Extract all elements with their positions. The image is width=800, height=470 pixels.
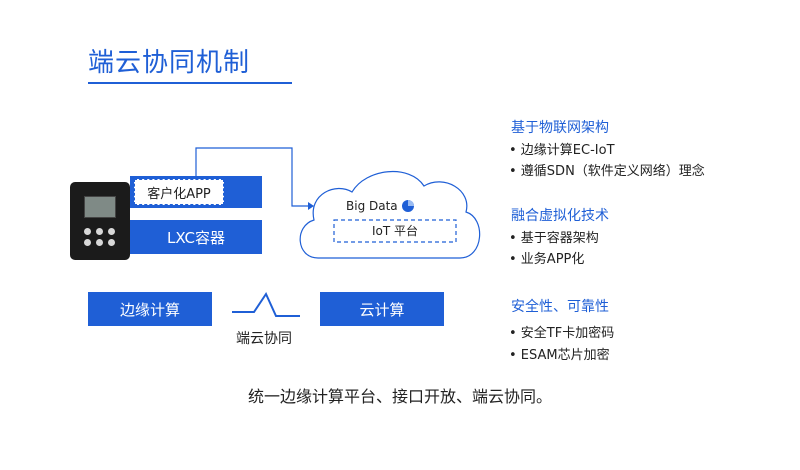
feature-bullet: • 业务APP化 [509, 252, 585, 267]
footer-summary: 统一边缘计算平台、接口开放、端云协同。 [247, 387, 552, 406]
sync-label: 端云协同 [236, 331, 292, 347]
app-layer-box: 客户化APP [130, 176, 262, 208]
iot-platform-dashed-box [333, 219, 457, 243]
device-key [96, 239, 103, 246]
device-key [108, 239, 115, 246]
feature-bullet: • ESAM芯片加密 [509, 348, 610, 363]
page-title: 端云协同机制 [88, 48, 251, 78]
big-data-label: Big Data [346, 199, 398, 213]
feature-heading-iot: 基于物联网架构 [511, 120, 609, 136]
feature-heading-virtualization: 融合虚拟化技术 [511, 208, 609, 224]
device-keypad [84, 228, 116, 246]
app-to-cloud-connector [195, 147, 308, 207]
device-screen [84, 196, 116, 218]
feature-bullet: • 遵循SDN（软件定义网络）理念 [509, 164, 705, 179]
edge-device-image [70, 182, 130, 260]
connector-arrowhead [308, 202, 314, 210]
feature-bullet: • 基于容器架构 [509, 231, 599, 246]
title-underline [88, 82, 292, 84]
cloud-outline [299, 171, 481, 259]
feature-heading-security: 安全性、可靠性 [511, 299, 609, 315]
sync-wave-icon [232, 291, 300, 317]
iot-platform-label: IoT 平台 [371, 224, 419, 238]
feature-bullet: • 边缘计算EC-IoT [509, 143, 615, 158]
device-key [84, 228, 91, 235]
device-key [96, 228, 103, 235]
lxc-container-box: LXC容器 [130, 220, 262, 254]
cloud-compute-box: 云计算 [320, 292, 444, 326]
device-key [108, 228, 115, 235]
feature-bullet: • 安全TF卡加密码 [509, 326, 615, 341]
edge-compute-box: 边缘计算 [88, 292, 212, 326]
app-layer-label: 客户化APP [134, 179, 224, 205]
device-key [84, 239, 91, 246]
